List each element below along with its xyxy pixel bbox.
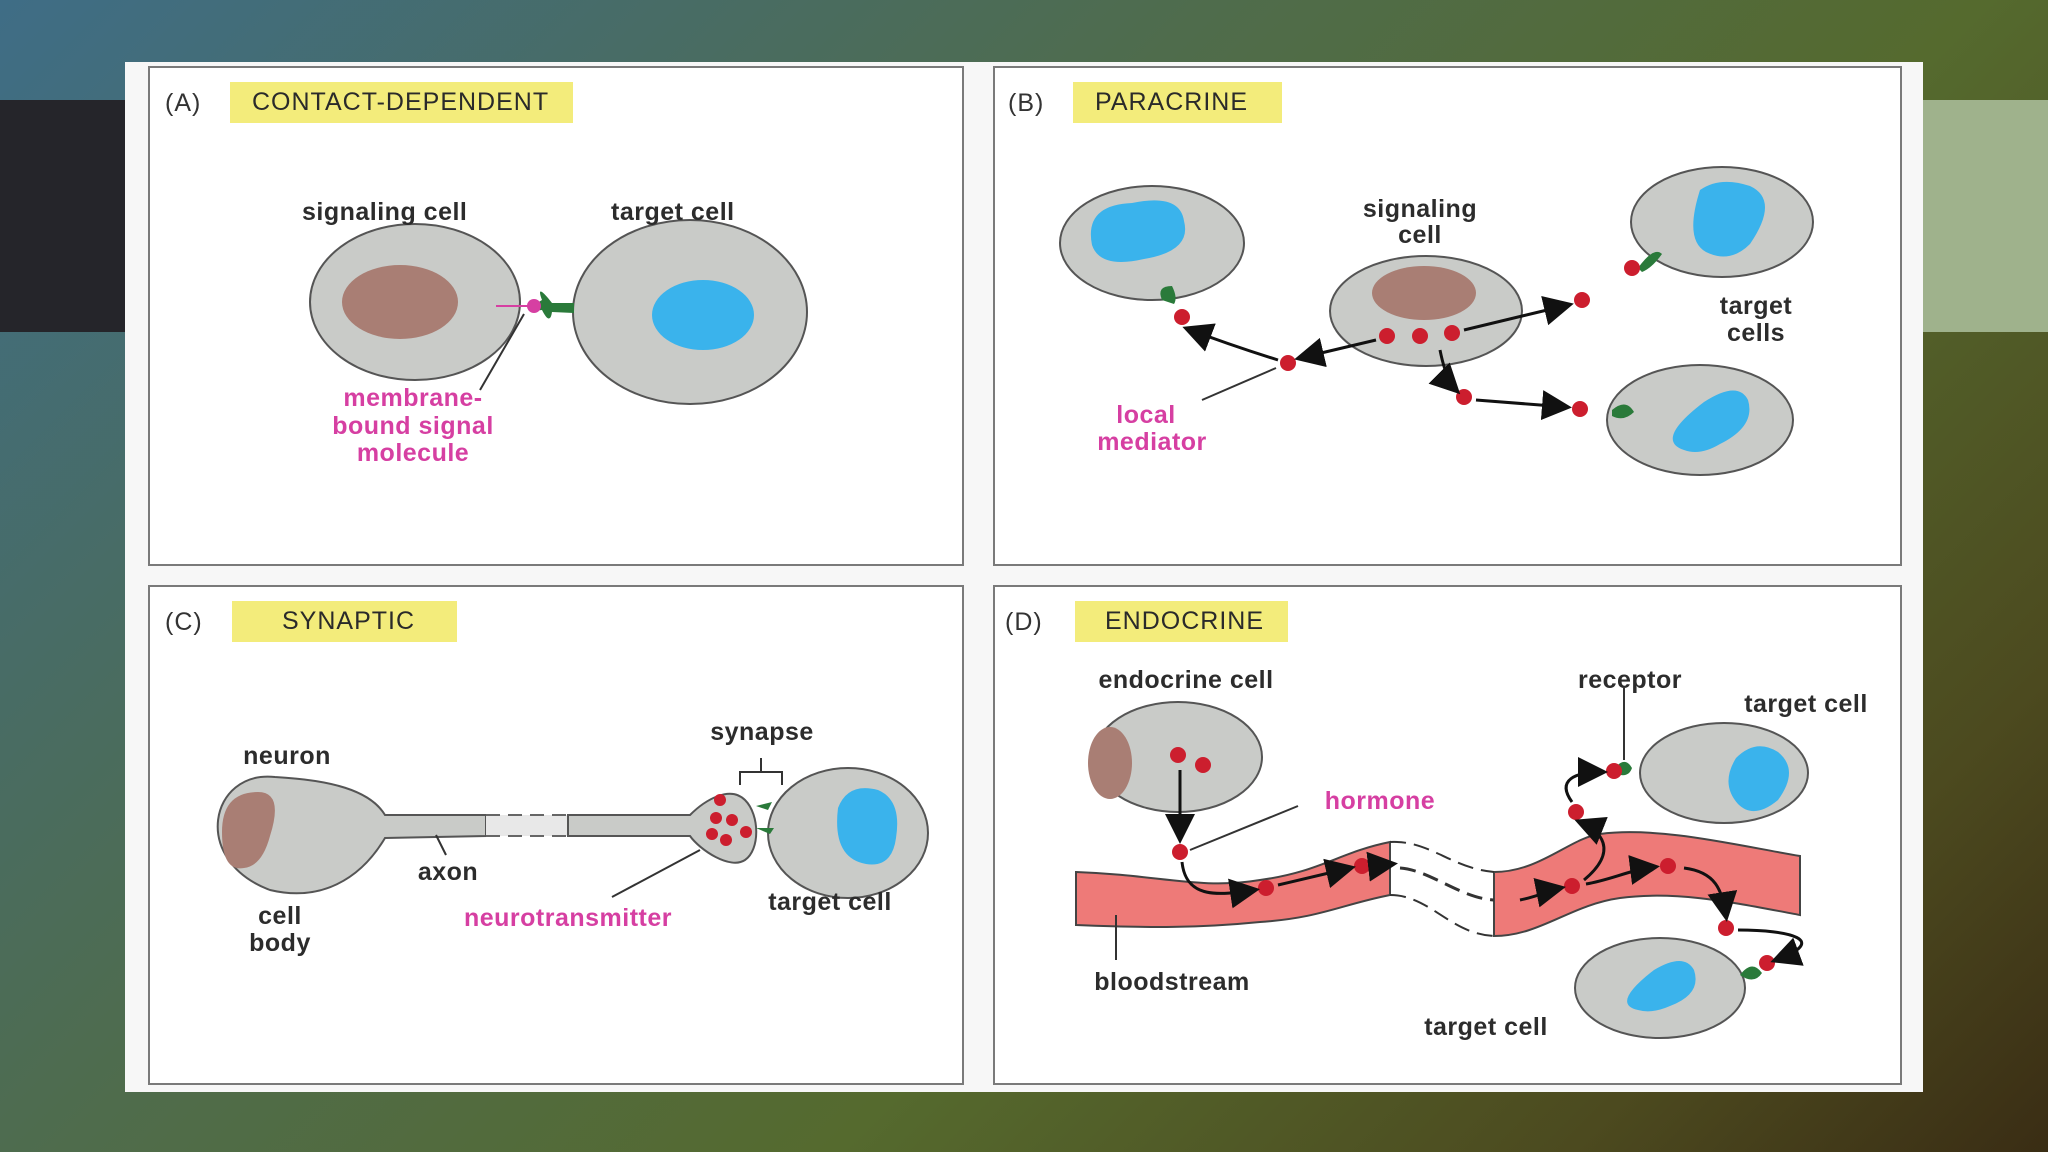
local-mediator-molecule [1572,401,1588,417]
flow-arrow [1277,858,1356,889]
endocrine-cell-label: endocrine cell [1098,666,1273,694]
background-dark-band [0,100,130,332]
signaling-cell-nucleus [342,265,458,339]
local-mediator-molecule [1379,328,1395,344]
paracrine-diagram: signaling cell target cells local mediat… [1059,166,1814,476]
panel-d-title: ENDOCRINE [1075,601,1289,642]
diffusion-arrow [1463,296,1574,332]
local-mediator-molecule [1624,260,1640,276]
local-mediator-molecule [1412,328,1428,344]
neurotransmitter-label: neurotransmitter [464,904,672,932]
molecule-label-1: membrane- [343,384,482,412]
hormone-molecule [1354,858,1370,874]
hormone-molecule [1172,844,1188,860]
hormone-molecule [1718,920,1734,936]
local-mediator-label-2: mediator [1097,428,1207,456]
cell-body-label-2: body [249,929,311,957]
flow-arrow [1574,817,1608,882]
target-cell-bottom-label: target cell [1424,1013,1548,1041]
synaptic-diagram: neuron axon cell body synapse neurotrans… [216,718,929,957]
axon-terminal [567,792,758,864]
hormone-molecule [1195,757,1211,773]
panel-endocrine [993,585,1902,1085]
flow-arrow [1737,928,1804,966]
diffusion-arrow [1428,349,1461,395]
axon-label: axon [418,858,478,886]
receptor-icon [1612,404,1634,419]
bloodstream-left [1075,840,1391,928]
membrane-bound-molecule-icon [527,299,541,313]
local-mediator-molecule [1280,355,1296,371]
target-cell-label: target cell [611,198,735,226]
signaling-cell-label-1: signaling [1363,195,1477,223]
panel-a-title: CONTACT-DEPENDENT [230,82,574,123]
hormone-molecule [1258,880,1274,896]
hormone-molecule [1606,763,1622,779]
target-cell-label: target cell [768,888,892,916]
local-mediator-molecule [1456,389,1472,405]
diffusion-arrow [1475,390,1572,421]
flow-arrow [1585,855,1660,886]
diffusion-arrow [1182,323,1279,362]
flow-arrow [1519,878,1566,908]
neuron-nucleus [222,792,275,869]
receptor-icon [532,291,574,319]
nucleus-blue [1728,746,1789,812]
hormone-label: hormone [1325,787,1435,815]
axon [486,815,568,836]
background-green-band [1918,100,2048,332]
signaling-cell-label-2: cell [1398,221,1442,249]
panel-c-tag: (C) [165,608,203,636]
molecule-label-3: molecule [357,439,469,467]
flow-arrow [1366,851,1398,882]
bloodstream-label: bloodstream [1094,968,1250,996]
target-cells-label-2: cells [1727,319,1785,347]
target-cell-top-label: target cell [1744,690,1868,718]
endocrine-diagram: endocrine cell hormone receptor target c… [1075,666,1868,1041]
diffusion-arrow [1294,337,1377,368]
neuron-label: neuron [243,742,331,770]
nucleus-blue [837,788,898,865]
local-mediator-label-1: local [1116,401,1175,429]
flow-arrow [1683,866,1738,922]
neuron [216,775,487,895]
hormone-molecule [1564,878,1580,894]
bloodstream-right [1493,831,1801,938]
cell-body-label-1: cell [258,902,302,930]
receptor-label: receptor [1578,666,1682,694]
signaling-cell-nucleus [1372,266,1476,320]
hormone-molecule [1170,747,1186,763]
endocrine-cell-nucleus [1088,727,1132,799]
panel-b-title: PARACRINE [1073,82,1283,123]
receptor-icon [1638,251,1662,272]
synapse-label: synapse [710,718,814,746]
target-cells-label-1: target [1720,292,1793,320]
flow-arrow [1564,757,1608,803]
panel-b-tag: (B) [1008,89,1045,117]
nucleus-blue [1693,181,1765,257]
panel-d-tag: (D) [1005,608,1043,636]
hormone-molecule [1759,955,1775,971]
local-mediator-molecule [1174,309,1190,325]
target-cell-nucleus [652,280,754,350]
local-mediator-molecule [1444,325,1460,341]
nucleus-blue [1090,200,1186,262]
nucleus-blue [1627,961,1696,1012]
panel-a-tag: (A) [165,89,202,117]
contact-dependent-diagram: signaling cell target cell membrane- bou… [302,198,808,467]
nucleus-blue [1672,390,1750,452]
signaling-cell-label: signaling cell [302,198,467,226]
local-mediator-molecule [1574,292,1590,308]
panel-c-title: SYNAPTIC [232,601,458,642]
receptor-icon [1160,286,1176,304]
molecule-label-2: bound signal [332,412,494,440]
hormone-molecule [1568,804,1584,820]
flow-arrow [1180,861,1260,909]
panel-contact-dependent [148,66,964,566]
hormone-molecule [1660,858,1676,874]
